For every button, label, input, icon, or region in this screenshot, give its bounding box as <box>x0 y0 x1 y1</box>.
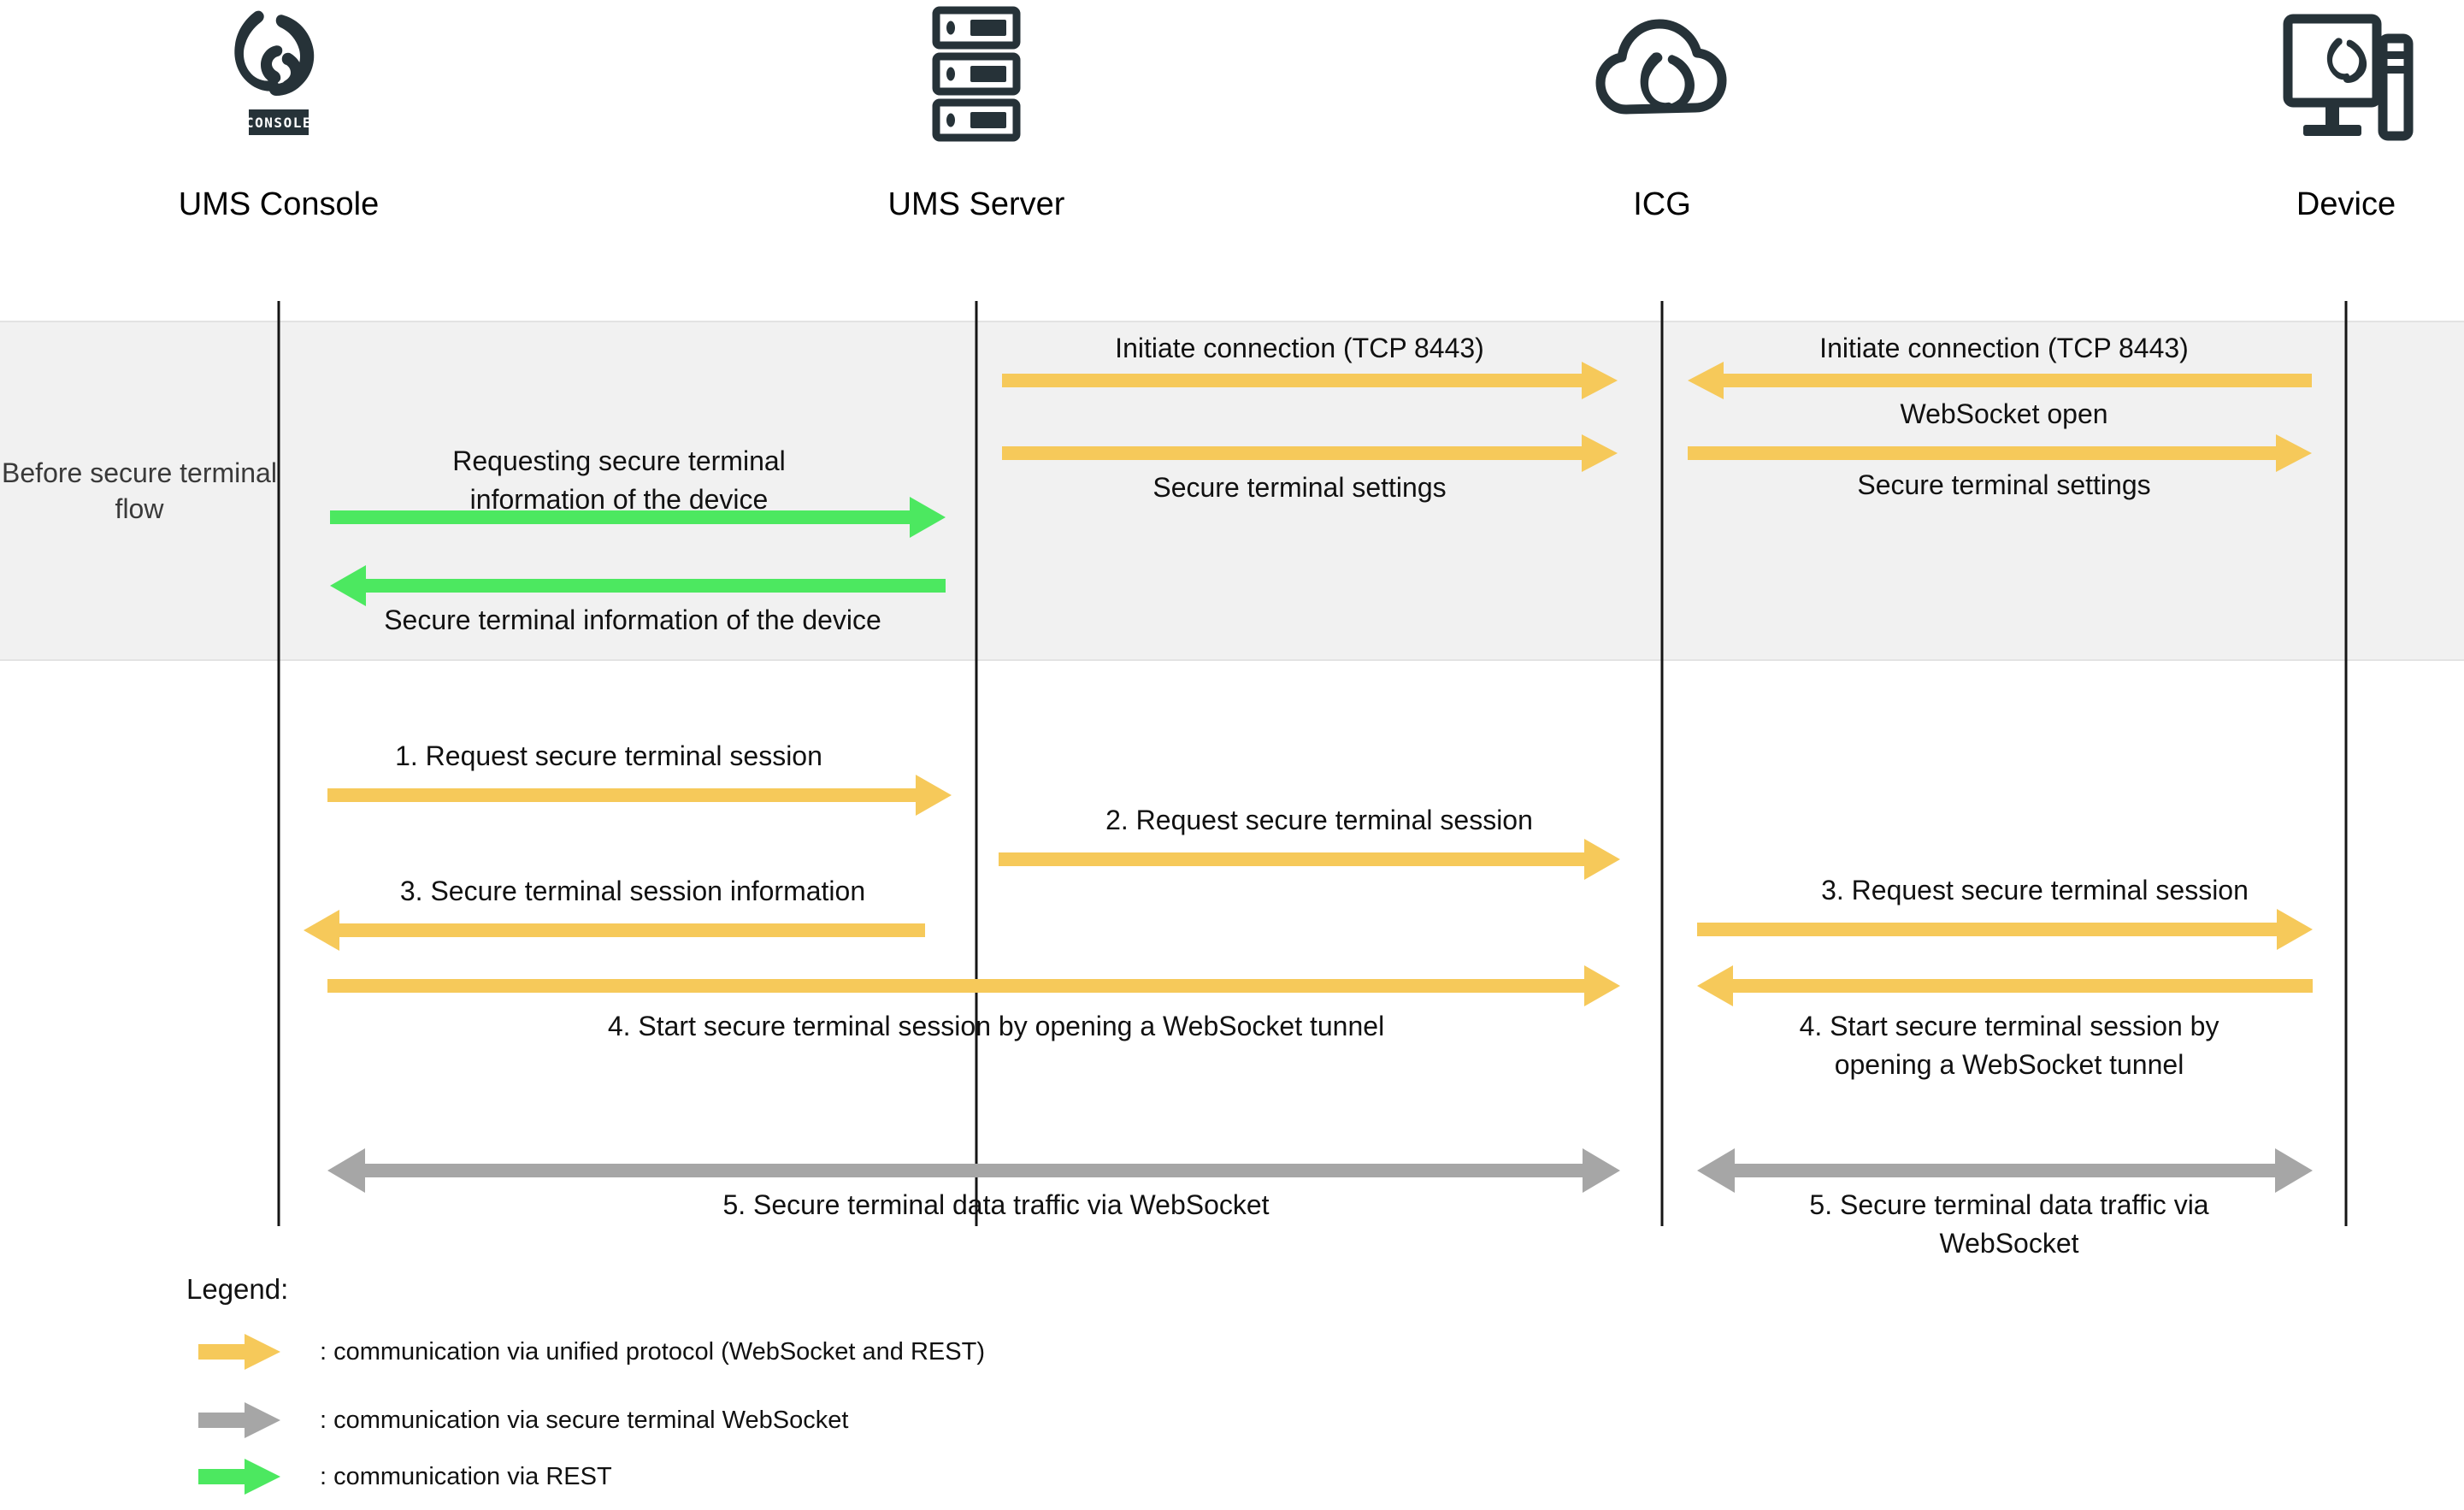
message-label-m3: Initiate connection (TCP 8443) <box>1819 333 2189 363</box>
legend-title: Legend: <box>186 1273 289 1305</box>
monitor-device-icon <box>2269 0 2423 154</box>
legend-row-unified-protocol: : communication via unified protocol (We… <box>198 1330 985 1373</box>
legend-text-secure-terminal-websocket: : communication via secure terminal WebS… <box>320 1406 849 1434</box>
arrow-m1 <box>1002 355 1618 406</box>
server-rack-icon <box>899 0 1053 154</box>
message-label-m7: Secure terminal information of the devic… <box>384 605 881 635</box>
svg-text:CONSOLE: CONSOLE <box>245 115 312 131</box>
lifeline-device <box>2344 301 2348 1226</box>
legend-gray-arrow-icon <box>198 1401 280 1440</box>
message-label-m1: Initiate connection (TCP 8443) <box>1115 333 1484 363</box>
message-label-m6: Requesting secure terminal information o… <box>452 445 786 516</box>
arrow-m10 <box>304 905 925 956</box>
legend-row-rest: : communication via REST <box>198 1455 612 1498</box>
message-label-m14: 5. Secure terminal data traffic via WebS… <box>722 1189 1270 1220</box>
message-label-m2: Secure terminal settings <box>1152 472 1447 503</box>
message-label-m12: 4. Start secure terminal session by open… <box>607 1011 1385 1041</box>
message-label-m5: Secure terminal settings <box>1857 469 2151 500</box>
message-label-m10: 3. Secure terminal session information <box>399 876 866 906</box>
message-label-m13: 4. Start secure terminal session by open… <box>1799 1011 2219 1081</box>
cloud-gateway-icon <box>1585 0 1739 154</box>
arrow-m6 <box>330 492 946 543</box>
actor-label-icg: ICG <box>1633 186 1691 222</box>
lifeline-ums-console <box>277 301 280 1226</box>
legend-text-rest: : communication via REST <box>320 1462 612 1490</box>
message-label-m15: 5. Secure terminal data traffic via WebS… <box>1809 1189 2209 1259</box>
arrow-m11 <box>1697 904 2313 955</box>
arrow-m12 <box>327 960 1620 1012</box>
legend-yellow-arrow-icon <box>198 1332 280 1371</box>
actor-label-ums-console: UMS Console <box>178 186 380 222</box>
legend-green-arrow-icon <box>198 1457 280 1496</box>
legend-text-unified-protocol: : communication via unified protocol (We… <box>320 1337 985 1365</box>
arrow-m9 <box>999 834 1620 885</box>
arrow-m7 <box>330 560 946 611</box>
legend-row-secure-terminal-websocket: : communication via secure terminal WebS… <box>198 1399 848 1442</box>
message-label-m4: WebSocket open <box>1900 398 2108 429</box>
lifeline-icg <box>1660 301 1664 1226</box>
message-label-m9: 2. Request secure terminal session <box>1105 805 1533 835</box>
actor-label-ums-server: UMS Server <box>887 186 1065 222</box>
arrow-m15 <box>1697 1143 2313 1198</box>
actor-label-device: Device <box>2296 186 2396 222</box>
arrow-m4 <box>1688 428 2312 479</box>
arrow-m13 <box>1697 960 2313 1012</box>
message-label-m8: 1. Request secure terminal session <box>395 740 822 771</box>
message-label-m11: 3. Request secure terminal session <box>1821 875 2249 905</box>
arrow-m14 <box>327 1143 1620 1198</box>
arrow-m2 <box>1002 428 1618 479</box>
arrow-m8 <box>327 770 952 821</box>
arrow-m3 <box>1688 355 2312 406</box>
band-label: Before secure terminal flow <box>2 457 277 524</box>
console-logo-icon: CONSOLE <box>202 0 356 154</box>
lifeline-ums-server <box>975 301 978 1226</box>
